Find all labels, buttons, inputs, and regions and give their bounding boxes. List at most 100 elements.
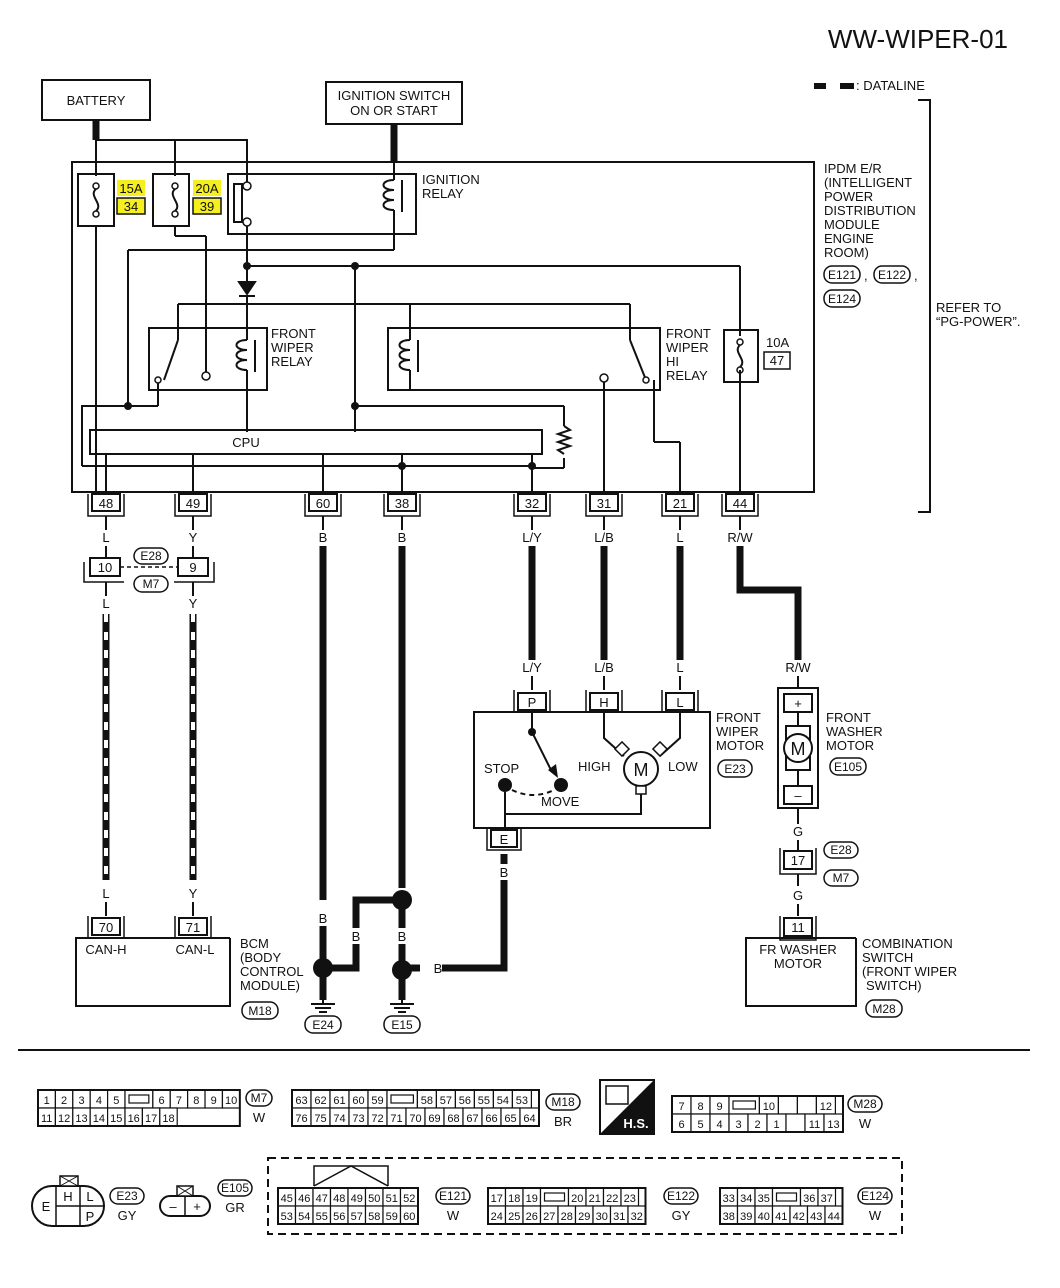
wire-color-label: L bbox=[676, 660, 683, 675]
connector-outline bbox=[671, 1095, 844, 1133]
front-wiper-relay-label-3: RELAY bbox=[271, 354, 313, 369]
hs-label: H.S. bbox=[623, 1116, 648, 1131]
ignition-switch-label-2: ON OR START bbox=[350, 103, 438, 118]
wiper-terminal-p: P bbox=[528, 695, 537, 710]
connector-pin-label: 63 bbox=[295, 1095, 307, 1107]
ipdm-terminal-48: 48 L bbox=[87, 493, 125, 545]
connector-pin-label: 65 bbox=[504, 1113, 516, 1125]
fuse-15a-number: 34 bbox=[124, 199, 138, 214]
ignition-relay-label-2: RELAY bbox=[422, 186, 464, 201]
wiper-motor-name-1: FRONT bbox=[716, 710, 761, 725]
connector-pin-label: 29 bbox=[578, 1211, 590, 1223]
fuse-10a-number: 47 bbox=[770, 353, 784, 368]
conn-m7-name: M7 bbox=[251, 1091, 268, 1105]
cpu-label: CPU bbox=[232, 435, 259, 450]
connector-pin-label: 7 bbox=[176, 1095, 182, 1107]
can-datalines: L Y bbox=[102, 614, 198, 916]
conn-e124-color: W bbox=[869, 1208, 882, 1223]
connector-pin-label: 18 bbox=[162, 1113, 174, 1125]
wire-color-label: G bbox=[793, 824, 803, 839]
connector-pin-label: 45 bbox=[281, 1193, 293, 1205]
conn-e105-color: GR bbox=[225, 1200, 245, 1215]
connector-pin-label: 59 bbox=[386, 1211, 398, 1223]
joint-right-num: 9 bbox=[189, 560, 196, 575]
connector-pin-label: 10 bbox=[225, 1095, 237, 1107]
fuse-10a-amps: 10A bbox=[766, 335, 789, 350]
connector-pin-label: 17 bbox=[491, 1193, 503, 1205]
joint-left-num: 10 bbox=[98, 560, 112, 575]
ipdm-terminal-31: 31 L/B bbox=[585, 493, 623, 545]
connector-pin-label: 44 bbox=[828, 1211, 840, 1223]
joint-conn-a: E28 bbox=[140, 549, 162, 563]
wiper-high-label: HIGH bbox=[578, 759, 611, 774]
ipdm-terminal-num: 48 bbox=[99, 496, 113, 511]
connector-pin-label: 41 bbox=[775, 1211, 787, 1223]
connector-pin-label: 72 bbox=[371, 1113, 383, 1125]
conn-e23-color: GY bbox=[118, 1208, 137, 1223]
connector-pin-label: 73 bbox=[352, 1113, 364, 1125]
ipdm-terminal-num: 21 bbox=[673, 496, 687, 511]
e105-pin: – bbox=[169, 1199, 177, 1214]
ipdm-conn-e122: E122 bbox=[878, 268, 906, 282]
washer-plus: + bbox=[794, 696, 802, 711]
conn-e105-name: E105 bbox=[221, 1181, 249, 1195]
connector-pin-label: 33 bbox=[723, 1193, 735, 1205]
connector-face-e105: – + E105 GR bbox=[159, 1179, 253, 1217]
connector-pin-label: 9 bbox=[211, 1095, 217, 1107]
combo-name-1: COMBINATION bbox=[862, 936, 953, 951]
connector-pin-label: 13 bbox=[75, 1113, 87, 1125]
combo-name-3: (FRONT WIPER bbox=[862, 964, 957, 979]
junction-dot bbox=[351, 262, 359, 270]
junction-dot bbox=[243, 262, 251, 270]
connector-pin-label: 40 bbox=[758, 1211, 770, 1223]
fuse-15a: 15A 34 bbox=[77, 173, 146, 227]
junction-dot bbox=[124, 402, 132, 410]
connector-pin-label: 48 bbox=[333, 1193, 345, 1205]
connector-pin-label: 54 bbox=[497, 1095, 509, 1107]
terminal-stubs bbox=[105, 516, 741, 558]
front-washer-motor: R/W + M – FRONT WASHER MOTOR E105 G 17 E… bbox=[777, 660, 883, 916]
bcm-name-2: (BODY bbox=[240, 950, 282, 965]
joint-connector-e28-m7: 10 9 E28 M7 L Y bbox=[83, 547, 215, 611]
wire-color-label: Y bbox=[189, 530, 198, 545]
e23-pin: H bbox=[63, 1189, 72, 1204]
connector-pin-label: 53 bbox=[516, 1095, 528, 1107]
connector-outline bbox=[37, 1089, 241, 1127]
front-wiper-relay-label-1: FRONT bbox=[271, 326, 316, 341]
bcm-terminal-num: 71 bbox=[186, 920, 200, 935]
wire-color-label: B bbox=[319, 530, 328, 545]
hi-relay-label-4: RELAY bbox=[666, 368, 708, 383]
ipdm-label-1: IPDM E/R bbox=[824, 161, 882, 176]
wire-color-label: Y bbox=[189, 596, 198, 611]
connector-pin-label: 1 bbox=[773, 1119, 779, 1131]
refer-label-1: REFER TO bbox=[936, 300, 1001, 315]
ipdm-conn-e124: E124 bbox=[828, 292, 856, 306]
wiper-stop-label: STOP bbox=[484, 761, 519, 776]
wire-color-label: B bbox=[434, 961, 443, 976]
fuse-20a-number: 39 bbox=[200, 199, 214, 214]
connector-pin-label: 49 bbox=[351, 1193, 363, 1205]
wiper-motor-name-3: MOTOR bbox=[716, 738, 764, 753]
cpu-box bbox=[89, 429, 543, 455]
connector-pin-label: 13 bbox=[827, 1119, 839, 1131]
connector-pin-label: 57 bbox=[440, 1095, 452, 1107]
conn-e23-name: E23 bbox=[116, 1189, 138, 1203]
connector-pin-label: 66 bbox=[485, 1113, 497, 1125]
connector-pin-label: 55 bbox=[478, 1095, 490, 1107]
bcm-name-3: CONTROL bbox=[240, 964, 304, 979]
ground-e24-label: E24 bbox=[312, 1018, 334, 1032]
battery-label: BATTERY bbox=[67, 93, 126, 108]
wire-color-label: L bbox=[102, 886, 109, 901]
connector-pin-label: 8 bbox=[697, 1101, 703, 1113]
connector-pin-label: 34 bbox=[740, 1193, 752, 1205]
front-wiper-motor: L/Y L/B L P H L STOP MOVE M HIGH LO bbox=[473, 660, 764, 851]
connector-pin-label: 68 bbox=[447, 1113, 459, 1125]
connector-pin-label: 60 bbox=[352, 1095, 364, 1107]
ipdm-label-3: POWER bbox=[824, 189, 873, 204]
connector-pin-label: 11 bbox=[809, 1119, 820, 1131]
connector-pin-label: 71 bbox=[390, 1113, 402, 1125]
